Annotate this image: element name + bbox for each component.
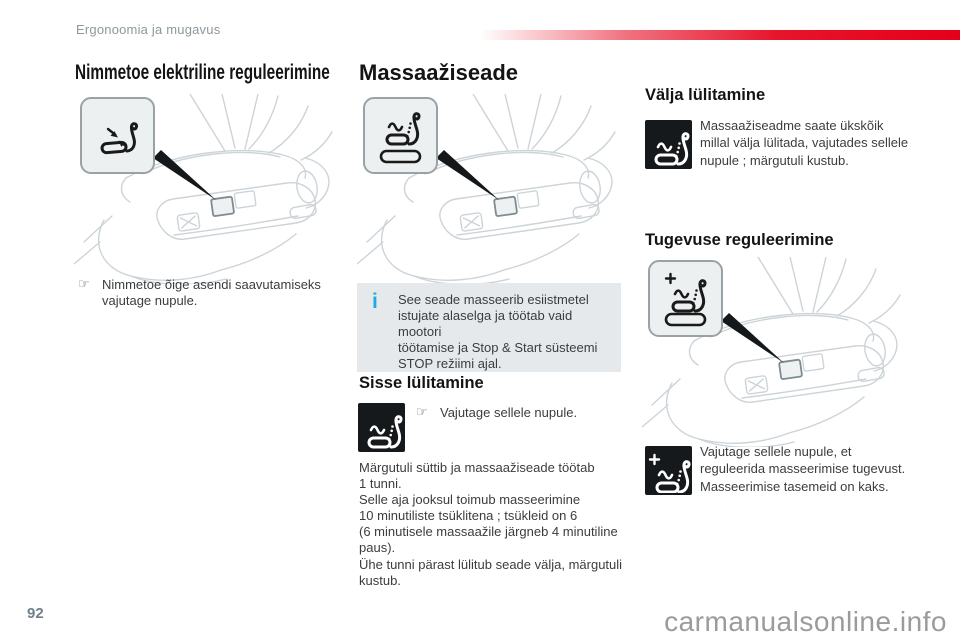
subsection-title-switch-on: Sisse lülitamine bbox=[359, 374, 484, 392]
switch-off-body: Massaažiseadme saate ükskõik millal välj… bbox=[700, 118, 909, 168]
massage-off-button-icon bbox=[645, 120, 692, 169]
switch-on-note: ☞ Vajutage sellele nupule. bbox=[416, 405, 626, 421]
red-accent-bar bbox=[480, 30, 960, 40]
page-number: 92 bbox=[27, 605, 44, 622]
watermark: carmanualsonline.info bbox=[664, 606, 947, 637]
pointer-hand-icon: ☞ bbox=[416, 405, 428, 420]
intensity-body: Vajutage sellele nupule, et reguleerida … bbox=[700, 444, 906, 494]
running-header: Ergonoomia ja mugavus bbox=[76, 22, 221, 37]
massage-seat-illustration bbox=[357, 94, 616, 284]
lumbar-seat-illustration bbox=[74, 94, 333, 284]
massage-intensity-icon bbox=[648, 260, 723, 337]
section-title-massage: Massaažiseade bbox=[359, 60, 518, 85]
lumbar-note: ☞ Nimmetoe õige asendi saavutamiseks vaj… bbox=[78, 277, 340, 309]
section-title-lumbar: Nimmetoe elektriline reguleerimine bbox=[75, 61, 330, 84]
lumbar-adjust-icon bbox=[80, 97, 155, 174]
intensity-seat-illustration bbox=[642, 257, 901, 447]
subsection-title-intensity: Tugevuse reguleerimine bbox=[645, 231, 834, 249]
switch-on-note-text: Vajutage sellele nupule. bbox=[440, 405, 578, 420]
info-icon: i bbox=[372, 290, 378, 313]
switch-on-body: Märgutuli süttib ja massaažiseade töötab… bbox=[359, 460, 623, 588]
callout-arrow bbox=[721, 313, 784, 363]
pointer-hand-icon: ☞ bbox=[78, 277, 90, 292]
callout-arrow bbox=[153, 150, 216, 200]
massage-icon bbox=[363, 97, 438, 174]
callout-arrow bbox=[436, 150, 499, 200]
massage-on-button-icon bbox=[358, 403, 405, 452]
info-box: i See seade masseerib esiistmetel istuja… bbox=[357, 283, 621, 372]
massage-intensity-button-icon bbox=[645, 446, 692, 495]
lumbar-note-text: Nimmetoe õige asendi saavutamiseks vajut… bbox=[102, 277, 321, 309]
subsection-title-switch-off: Välja lülitamine bbox=[645, 86, 766, 104]
info-box-text: See seade masseerib esiistmetel istujate… bbox=[398, 292, 598, 372]
